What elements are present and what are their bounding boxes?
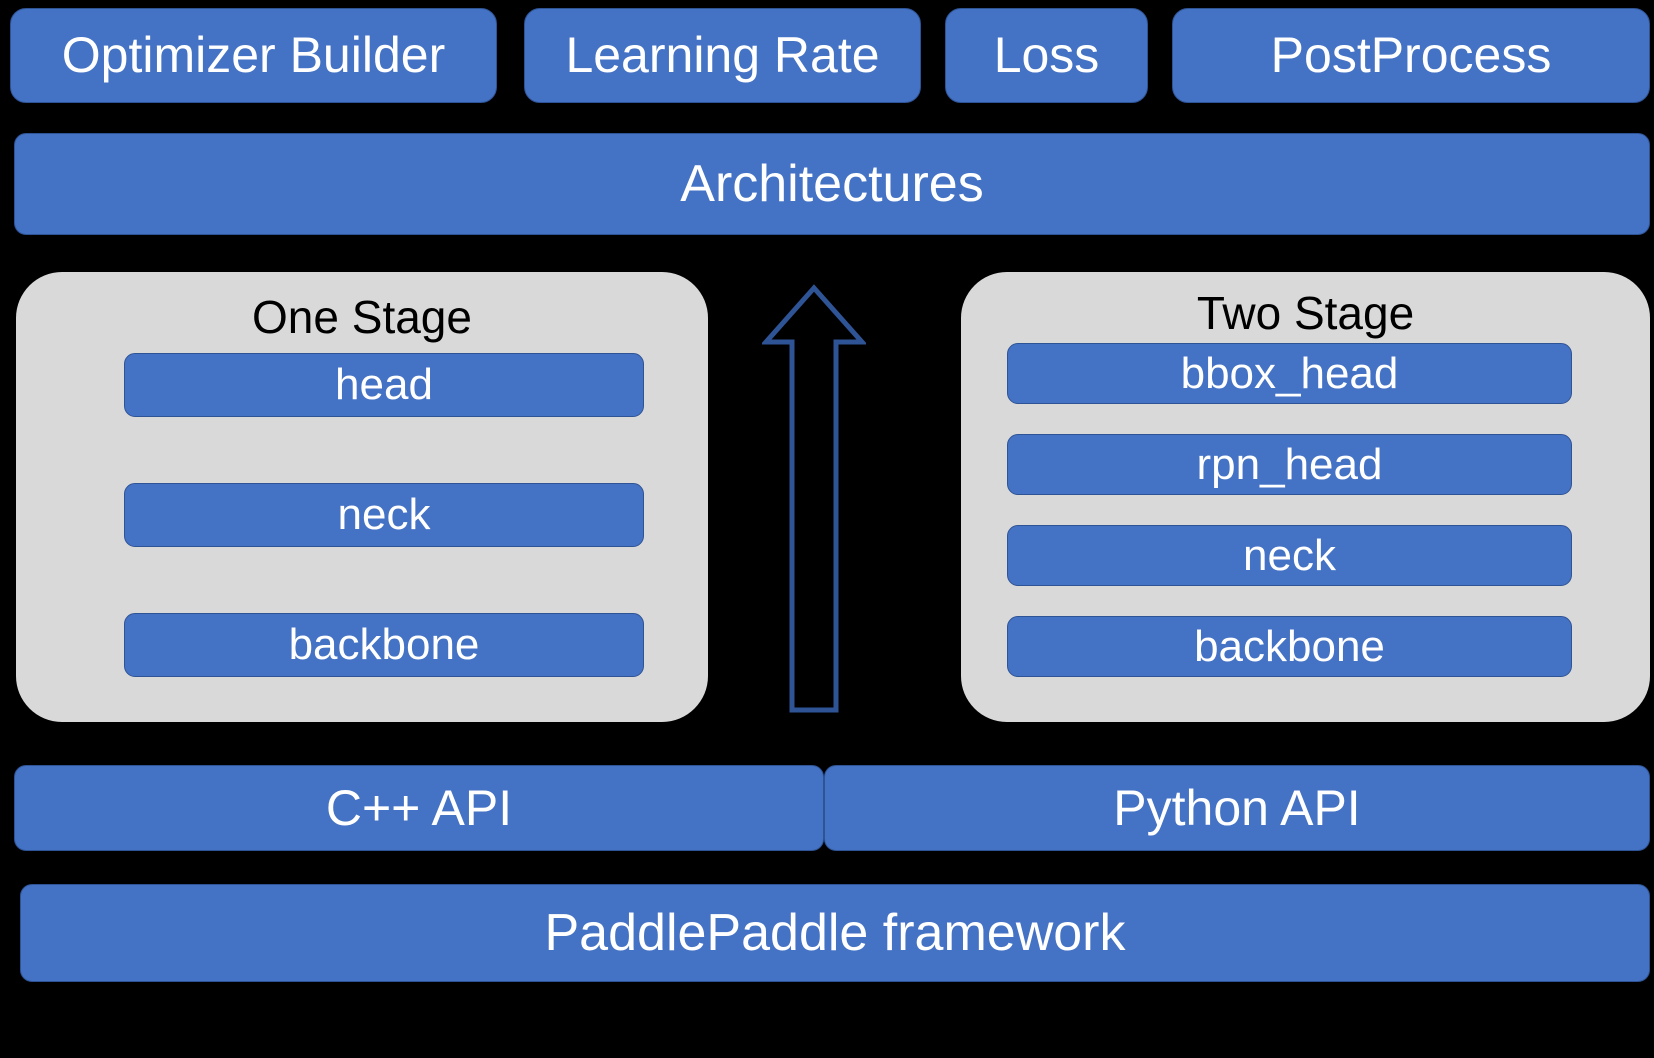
one-stage-component-head[interactable]: head (124, 353, 644, 417)
module-learning-rate[interactable]: Learning Rate (524, 8, 921, 103)
architectures-bar[interactable]: Architectures (14, 133, 1650, 235)
cpp-api-bar[interactable]: C++ API (14, 765, 824, 851)
two-stage-component-neck[interactable]: neck (1007, 525, 1572, 586)
two-stage-component-backbone[interactable]: backbone (1007, 616, 1572, 677)
up-arrow-icon (762, 284, 866, 713)
module-postprocess[interactable]: PostProcess (1172, 8, 1650, 103)
two-stage-component-rpn-head[interactable]: rpn_head (1007, 434, 1572, 495)
module-optimizer-builder[interactable]: Optimizer Builder (10, 8, 497, 103)
module-loss[interactable]: Loss (945, 8, 1148, 103)
one-stage-component-neck[interactable]: neck (124, 483, 644, 547)
paddlepaddle-framework-bar[interactable]: PaddlePaddle framework (20, 884, 1650, 982)
one-stage-title: One Stage (252, 291, 472, 343)
python-api-bar[interactable]: Python API (824, 765, 1650, 851)
two-stage-component-bbox-head[interactable]: bbox_head (1007, 343, 1572, 404)
one-stage-component-backbone[interactable]: backbone (124, 613, 644, 677)
one-stage-panel: One Stage head neck backbone (16, 272, 708, 722)
two-stage-panel: Two Stage bbox_head rpn_head neck backbo… (961, 272, 1650, 722)
two-stage-title: Two Stage (1196, 287, 1415, 339)
